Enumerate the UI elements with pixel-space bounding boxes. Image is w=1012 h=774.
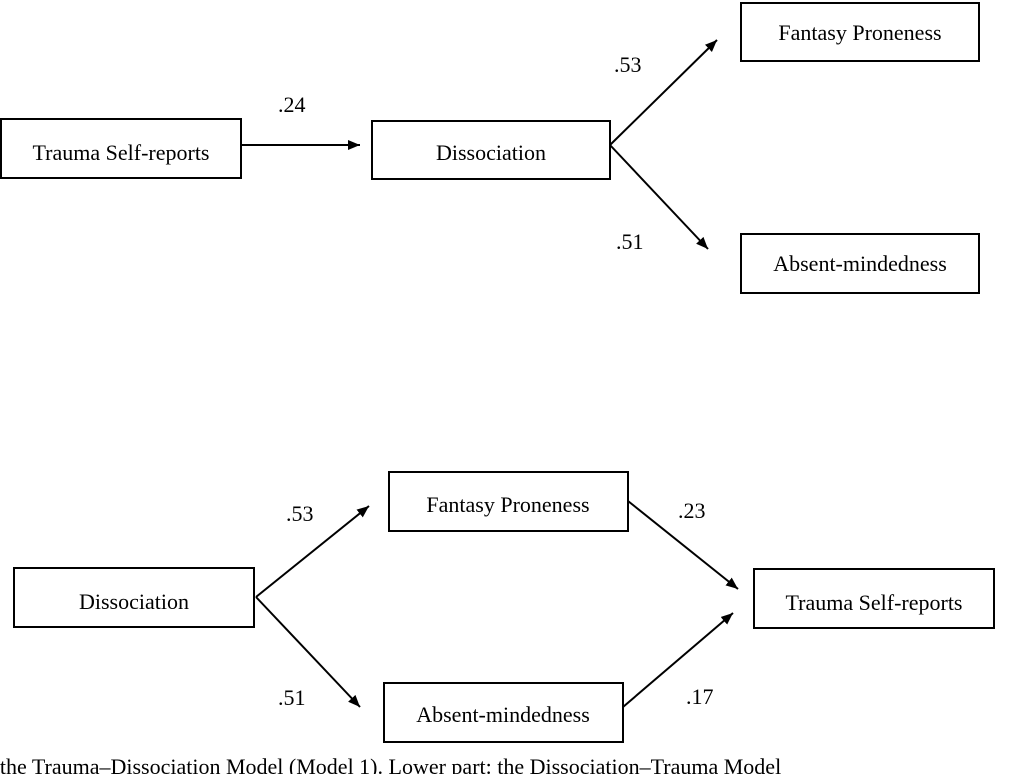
node-absent-mindedness: Absent-mindedness [740, 233, 980, 294]
coefficient-fantasy-to-trauma: .23 [678, 498, 706, 523]
path-dissociation-to-absent [609, 144, 709, 250]
node-box [371, 120, 611, 180]
coefficient-absent-to-trauma: .17 [686, 684, 714, 709]
figure-caption-fragment: ent, the Trauma–Dissociation Model (Mode… [0, 752, 1012, 774]
path-dissociation-to-fantasy [609, 39, 718, 146]
node-dissociation: Dissociation [371, 120, 611, 180]
arrow-line [255, 596, 361, 708]
path-absent-to-trauma [622, 612, 734, 708]
node-box [753, 568, 995, 629]
coefficient-trauma-to-dissociation: .24 [278, 92, 306, 117]
node-label: Fantasy Proneness [778, 20, 941, 45]
model-2: .53 .51 .23 .17 Dissociation Fantasy Pro… [13, 471, 995, 743]
path-fantasy-to-trauma [627, 500, 739, 590]
node-label: Trauma Self-reports [33, 140, 210, 165]
coefficient-dissociation-to-absent: .51 [278, 685, 306, 710]
node-box [740, 233, 980, 294]
node-label: Dissociation [79, 589, 189, 614]
node-absent-mindedness: Absent-mindedness [383, 682, 624, 743]
path-dissociation-to-fantasy [255, 505, 370, 598]
coefficient-dissociation-to-fantasy: .53 [286, 501, 314, 526]
path-dissociation-to-absent [255, 596, 361, 708]
node-trauma-self-reports: Trauma Self-reports [0, 118, 242, 179]
arrow-line [609, 39, 718, 146]
node-dissociation: Dissociation [13, 567, 255, 628]
coefficient-dissociation-to-absent: .51 [616, 229, 644, 254]
node-trauma-self-reports: Trauma Self-reports [753, 568, 995, 629]
node-label: Trauma Self-reports [786, 590, 963, 615]
node-box [13, 567, 255, 628]
node-box [0, 118, 242, 179]
node-box [740, 2, 980, 62]
node-box [388, 471, 629, 532]
node-label: Absent-mindedness [773, 251, 947, 276]
arrow-line [609, 144, 709, 250]
coefficient-dissociation-to-fantasy: .53 [614, 52, 642, 77]
arrow-line [622, 612, 734, 708]
node-label: Fantasy Proneness [426, 492, 589, 517]
node-label: Dissociation [436, 140, 546, 165]
node-fantasy-proneness: Fantasy Proneness [388, 471, 629, 532]
node-label: Absent-mindedness [416, 702, 590, 727]
model-1: .24 .53 .51 Trauma Self-reports Dissocia… [0, 2, 980, 294]
caption-text: ent, the Trauma–Dissociation Model (Mode… [0, 754, 782, 774]
arrow-line [255, 505, 370, 598]
arrow-line [627, 500, 739, 590]
node-box [383, 682, 624, 743]
node-fantasy-proneness: Fantasy Proneness [740, 2, 980, 62]
